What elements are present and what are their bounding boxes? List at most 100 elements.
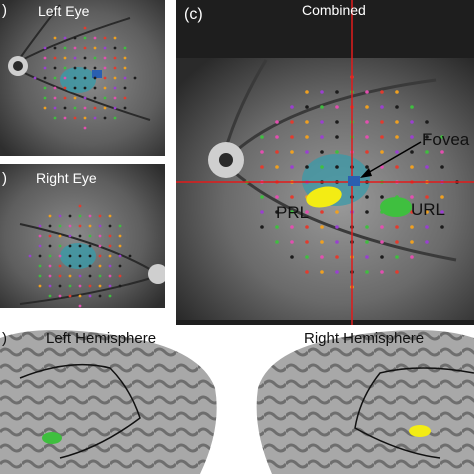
stimulus-dot (103, 106, 107, 110)
stimulus-dot (78, 214, 82, 218)
stimulus-dot (290, 195, 294, 199)
stimulus-dot (93, 106, 97, 110)
stimulus-dot (93, 46, 97, 50)
stimulus-dot (395, 135, 399, 139)
stimulus-dot (58, 274, 62, 278)
stimulus-dot (83, 26, 87, 30)
stimulus-dot (305, 225, 309, 229)
fovea-arrow-head (360, 168, 372, 178)
stimulus-dot (58, 254, 62, 258)
stimulus-dot (108, 234, 112, 238)
stimulus-dot (335, 165, 339, 169)
stimulus-dot (320, 240, 324, 244)
stimulus-dot (73, 106, 77, 110)
stimulus-dot (425, 195, 429, 199)
stimulus-dot (380, 135, 384, 139)
stimulus-dot (108, 274, 112, 278)
stimulus-dot (103, 86, 107, 90)
stimulus-dot (63, 36, 67, 40)
stimulus-dot (38, 284, 42, 288)
stimulus-dot (113, 46, 117, 50)
stimulus-dot (335, 240, 339, 244)
stimulus-dot (380, 150, 384, 154)
stimulus-dot (335, 105, 339, 109)
stimulus-dot (440, 210, 444, 214)
right-eye-fundus-image (0, 164, 165, 308)
stimulus-dot (123, 86, 127, 90)
panel-title: Combined (302, 2, 366, 18)
stimulus-dot (78, 294, 82, 298)
stimulus-dot (113, 86, 117, 90)
stimulus-dot (108, 294, 112, 298)
stimulus-dot (53, 46, 57, 50)
stimulus-dot (68, 274, 72, 278)
stimulus-dot (28, 254, 32, 258)
stimulus-dot (380, 120, 384, 124)
stimulus-dot (290, 240, 294, 244)
stimulus-dot (275, 225, 279, 229)
right-eye-panel: ) Right Eye (0, 164, 165, 308)
stimulus-dot (68, 284, 72, 288)
stimulus-dot (365, 270, 369, 274)
stimulus-dot (305, 255, 309, 259)
stimulus-dot (63, 106, 67, 110)
fovea-arrow (365, 141, 422, 175)
stimulus-dot (83, 96, 87, 100)
stimulus-dot (73, 36, 77, 40)
stimulus-dot (410, 225, 414, 229)
stimulus-dot (68, 294, 72, 298)
stimulus-dot (38, 274, 42, 278)
left-eye-panel: ) Left Eye (0, 0, 165, 156)
stimulus-dot (365, 225, 369, 229)
stimulus-dot (53, 106, 57, 110)
stimulus-dot (48, 214, 52, 218)
stimulus-dot (113, 76, 117, 80)
panel-title: Right Eye (36, 170, 97, 186)
stimulus-dot (73, 96, 77, 100)
stimulus-dot (395, 165, 399, 169)
stimulus-dot (440, 195, 444, 199)
stimulus-dot (33, 76, 37, 80)
stimulus-dot (43, 76, 47, 80)
stimulus-dot (275, 195, 279, 199)
hemisphere-surfaces (0, 329, 474, 474)
stimulus-dot (103, 116, 107, 120)
hemispheres-row: ) Left Hemisphere Right Hemisphere (0, 328, 474, 474)
stimulus-dot (320, 105, 324, 109)
stimulus-dot (123, 76, 127, 80)
stimulus-dot (68, 254, 72, 258)
stimulus-dot (103, 56, 107, 60)
stimulus-dot (73, 76, 77, 80)
panel-letter: (c) (184, 6, 203, 23)
stimulus-dot (275, 165, 279, 169)
stimulus-dot (48, 294, 52, 298)
stimulus-dot (83, 126, 87, 130)
stimulus-dot (425, 225, 429, 229)
stimulus-dot (320, 120, 324, 124)
stimulus-dot (290, 225, 294, 229)
stimulus-dot (43, 86, 47, 90)
stimulus-dot (380, 240, 384, 244)
stimulus-dot (78, 304, 82, 308)
stimulus-dot (63, 46, 67, 50)
stimulus-dot (78, 234, 82, 238)
stimulus-dot (53, 36, 57, 40)
stimulus-dot (98, 214, 102, 218)
stimulus-dot (88, 284, 92, 288)
stimulus-dot (83, 66, 87, 70)
stimulus-dot (290, 255, 294, 259)
stimulus-dot (260, 165, 264, 169)
stimulus-dot (73, 116, 77, 120)
fovea-marker (348, 176, 360, 186)
stimulus-dot (78, 244, 82, 248)
stimulus-dot (440, 165, 444, 169)
stimulus-dot (93, 76, 97, 80)
panel-letter: ) (2, 170, 7, 187)
stimulus-dot (335, 255, 339, 259)
stimulus-dot (108, 264, 112, 268)
stimulus-dot (98, 294, 102, 298)
stimulus-dot (380, 195, 384, 199)
stimulus-dot (113, 116, 117, 120)
stimulus-dot (365, 195, 369, 199)
stimulus-dot (320, 135, 324, 139)
